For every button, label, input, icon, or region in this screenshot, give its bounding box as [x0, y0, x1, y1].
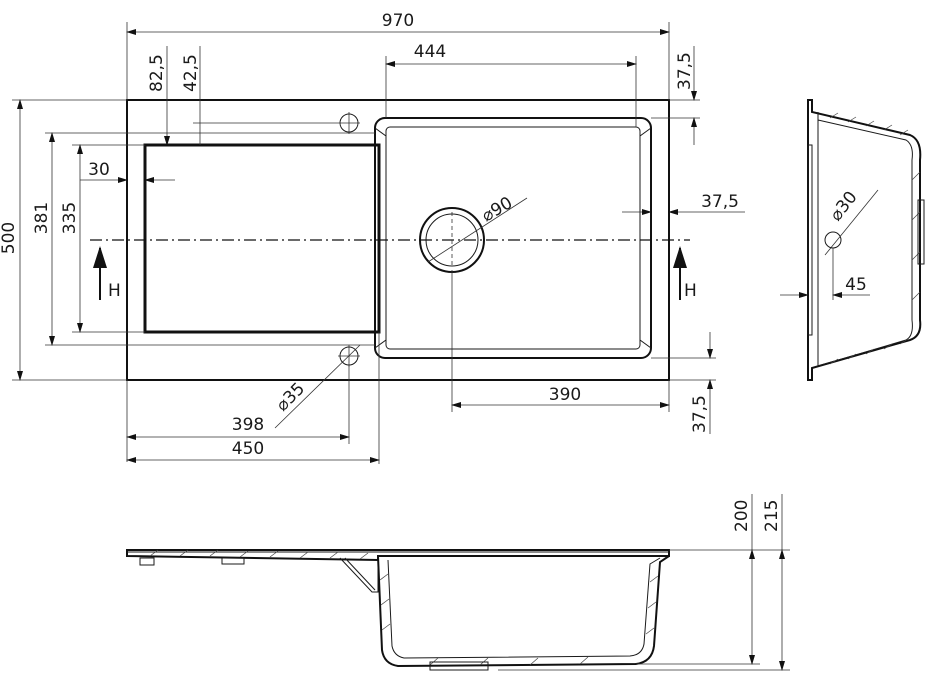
section-mark-right: H — [684, 281, 697, 301]
drain-outlet — [429, 661, 489, 671]
dim-970: 970 — [382, 11, 414, 31]
dim-drain-diameter: ⌀90 — [479, 193, 517, 226]
dim-42-5: 42,5 — [181, 54, 201, 92]
dim-overflow-diameter: ⌀30 — [826, 188, 861, 225]
dim-335: 335 — [60, 202, 80, 234]
bowl-outer — [374, 117, 652, 359]
section-view: ⌀30 45 — [780, 99, 925, 381]
dim-444: 444 — [414, 42, 446, 62]
dim-398: 398 — [232, 415, 264, 435]
dim-tap-diameter: ⌀35 — [272, 379, 309, 416]
dim-215: 215 — [762, 500, 782, 532]
drain-stub — [917, 199, 925, 265]
bowl-inner — [385, 126, 641, 350]
dim-37-5-top: 37,5 — [675, 52, 695, 90]
section-inner-profile — [817, 112, 913, 367]
dim-overflow-offset: 45 — [845, 275, 867, 295]
drainer-recess — [143, 143, 381, 334]
dim-82-5: 82,5 — [147, 54, 167, 92]
dim-500: 500 — [0, 222, 19, 254]
dim-390: 390 — [549, 385, 581, 405]
dim-200: 200 — [732, 500, 752, 532]
section-mark-left: H — [108, 281, 121, 301]
section-outer-profile — [807, 99, 922, 381]
dim-450: 450 — [232, 439, 264, 459]
overflow-slot — [807, 144, 813, 336]
dim-30: 30 — [88, 160, 110, 180]
dim-381: 381 — [32, 202, 52, 234]
bowl-inner-wall — [387, 557, 661, 659]
top-view: 970 444 82,5 42,5 37,5 30 ⌀90 37,5 — [0, 11, 745, 464]
bowl-body — [377, 555, 670, 668]
side-view: 200 215 — [126, 494, 790, 671]
dim-37-5-bottom: 37,5 — [690, 395, 710, 433]
dim-37-5-right: 37,5 — [701, 192, 739, 212]
